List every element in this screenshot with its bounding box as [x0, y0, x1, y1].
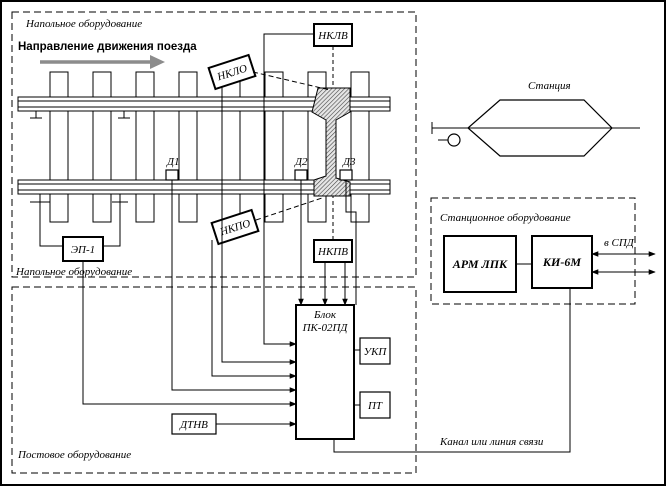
arm-lpk-box — [443, 235, 517, 293]
post-equipment-label: Постовое оборудование — [17, 449, 131, 461]
nkpo-beam — [255, 197, 323, 221]
sleeper — [264, 71, 284, 223]
direction-label: Направление движения поезда — [18, 41, 197, 53]
sensor-d2 — [294, 169, 308, 181]
wiring — [82, 33, 357, 407]
arm-lpk-label: АРМ ЛПК — [452, 257, 508, 271]
channel-label: Канал или линия связи — [439, 436, 544, 448]
sleeper — [92, 71, 112, 223]
block-title-line1: Блок — [313, 309, 337, 321]
ep1-box — [62, 236, 104, 262]
block-title-line2: ПК-02ПД — [302, 322, 349, 334]
spd-label: в СПД — [604, 237, 635, 249]
camera-nkpo-group: НКПО — [210, 208, 260, 246]
station-equipment-label: Станционное оборудование — [440, 212, 571, 224]
pt-box — [359, 391, 391, 419]
ukp-box — [359, 337, 391, 365]
camera-nklo-group: НКЛО — [207, 53, 257, 91]
floor-equipment-frame — [11, 11, 417, 278]
scan-zone — [311, 87, 351, 197]
ki6m-box — [531, 235, 593, 289]
sensor-d2-label: Д2 — [294, 156, 308, 168]
sleeper — [135, 71, 155, 223]
comm-channel-line — [333, 288, 571, 453]
pt-label: ПТ — [367, 400, 383, 412]
ki6m-label: КИ-6М — [542, 255, 581, 269]
floor-equipment-label: Напольное оборудование — [25, 18, 142, 30]
sensor-d1 — [165, 169, 179, 181]
direction-arrow-head — [150, 55, 165, 69]
signal-icon — [447, 133, 461, 147]
sensor-d1-label: Д1 — [166, 156, 180, 168]
camera-nkpv-label: НКПВ — [317, 246, 348, 258]
nklo-beam — [252, 71, 331, 91]
post-equipment-frame — [11, 286, 417, 474]
sleeper — [178, 71, 198, 223]
sensor-d3 — [339, 169, 353, 181]
dtnv-label: ДТНВ — [179, 419, 208, 431]
sleeper — [221, 71, 241, 223]
ep1-rail-leads — [30, 111, 130, 247]
sleeper — [350, 71, 370, 223]
floor-equipment-label-bottom: Напольное оборудование — [15, 266, 132, 278]
ep1-label: ЭП-1 — [71, 244, 95, 256]
ukp-label: УКП — [364, 346, 388, 358]
sleeper — [49, 71, 69, 223]
camera-nklv-label: НКЛВ — [317, 30, 348, 42]
camera-nkpo — [210, 208, 260, 246]
station-label: Станция — [528, 80, 571, 92]
block-pk02pd — [295, 304, 355, 440]
station-equipment-frame — [430, 197, 636, 305]
sensor-d3-label: Д3 — [342, 156, 356, 168]
camera-nklo — [207, 53, 257, 91]
